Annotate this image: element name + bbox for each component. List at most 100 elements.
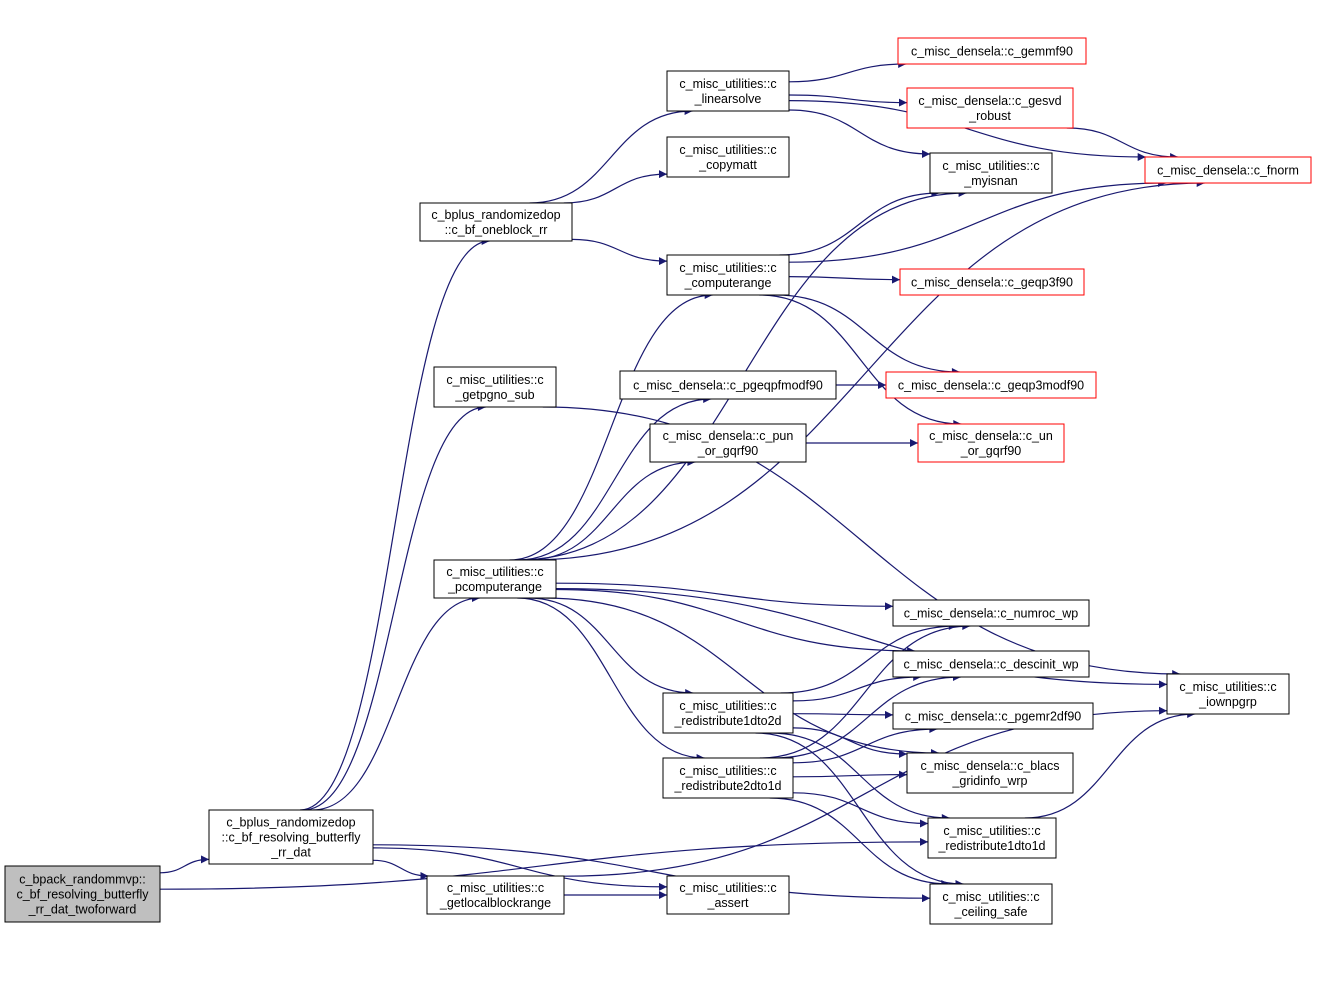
node-redistribute1dto2d[interactable]: c_misc_utilities::c_redistribute1dto2d bbox=[662, 692, 794, 734]
edge-getpgno-to-iownpgrp bbox=[542, 406, 1181, 678]
node-ceiling[interactable]: c_misc_utilities::c_ceiling_safe bbox=[929, 883, 1053, 925]
node-computerange[interactable]: c_misc_utilities::c_computerange bbox=[666, 254, 790, 296]
node-label-root-line-2: _rr_dat_twoforward bbox=[28, 903, 137, 917]
edge-computerange-to-fnorm bbox=[788, 179, 1167, 263]
node-assert[interactable]: c_misc_utilities::c_assert bbox=[666, 875, 790, 915]
node-fnorm[interactable]: c_misc_densela::c_fnorm bbox=[1144, 156, 1312, 184]
node-box-fnorm bbox=[1144, 156, 1312, 184]
node-box-pgemr2df90 bbox=[892, 702, 1094, 730]
node-pgemr2df90[interactable]: c_misc_densela::c_pgemr2df90 bbox=[892, 702, 1094, 730]
node-box-pgeqpfmodf90 bbox=[619, 370, 837, 400]
node-label-ceiling-line-1: _ceiling_safe bbox=[954, 905, 1028, 919]
node-label-un_or_gqrf90-line-1: _or_gqrf90 bbox=[960, 444, 1022, 458]
node-box-assert bbox=[666, 875, 790, 915]
edge-resolving-to-assert bbox=[372, 847, 668, 891]
node-getpgno[interactable]: c_misc_utilities::c_getpgno_sub bbox=[433, 366, 557, 408]
node-box-descinit bbox=[892, 650, 1090, 678]
node-root: c_bpack_randommvp::c_bf_resolving_butter… bbox=[4, 865, 161, 923]
node-label-getpgno-line-0: c_misc_utilities::c bbox=[446, 373, 543, 387]
node-box-geqp3f90 bbox=[899, 268, 1085, 296]
node-label-resolving-line-0: c_bplus_randomizedop bbox=[226, 816, 355, 830]
node-getlocalblockrange[interactable]: c_misc_utilities::c_getlocalblockrange bbox=[426, 875, 565, 915]
node-numroc[interactable]: c_misc_densela::c_numroc_wp bbox=[892, 599, 1090, 627]
node-label-copymatt-line-0: c_misc_utilities::c bbox=[679, 143, 776, 157]
node-label-root-line-1: c_bf_resolving_butterfly bbox=[16, 888, 149, 902]
edge-computerange-to-geqp3f90 bbox=[788, 275, 901, 284]
node-geqp3f90[interactable]: c_misc_densela::c_geqp3f90 bbox=[899, 268, 1085, 296]
edge-linearsolve-to-gemmf90 bbox=[788, 60, 907, 83]
node-linearsolve[interactable]: c_misc_utilities::c_linearsolve bbox=[666, 70, 790, 112]
node-box-computerange bbox=[666, 254, 790, 296]
node-copymatt[interactable]: c_misc_utilities::c_copymatt bbox=[666, 136, 790, 178]
node-box-ceiling bbox=[929, 883, 1053, 925]
node-label-pcomputerange-line-1: _pcomputerange bbox=[447, 580, 542, 594]
node-box-iownpgrp bbox=[1166, 673, 1290, 715]
node-pgeqpfmodf90[interactable]: c_misc_densela::c_pgeqpfmodf90 bbox=[619, 370, 837, 400]
edge-redistribute1dto1d-to-iownpgrp bbox=[1024, 710, 1196, 819]
node-gesvd[interactable]: c_misc_densela::c_gesvd_robust bbox=[906, 87, 1074, 129]
node-iownpgrp[interactable]: c_misc_utilities::c_iownpgrp bbox=[1166, 673, 1290, 715]
node-gemmf90[interactable]: c_misc_densela::c_gemmf90 bbox=[897, 37, 1087, 65]
node-label-getlocalblockrange-line-0: c_misc_utilities::c bbox=[447, 881, 544, 895]
node-label-copymatt-line-1: _copymatt bbox=[698, 158, 757, 172]
node-box-blacs bbox=[906, 752, 1074, 794]
edge-pcomputerange-to-descinit bbox=[555, 588, 916, 655]
node-label-descinit-line-0: c_misc_densela::c_descinit_wp bbox=[903, 658, 1078, 672]
edge-root-to-redistribute1dto1d bbox=[159, 837, 929, 890]
node-box-un_or_gqrf90 bbox=[917, 423, 1065, 463]
node-label-pun_or_gqrf90-line-0: c_misc_densela::c_pun bbox=[663, 429, 794, 443]
node-label-myisnan-line-0: c_misc_utilities::c bbox=[942, 159, 1039, 173]
node-label-blacs-line-1: _gridinfo_wrp bbox=[951, 774, 1027, 788]
node-label-resolving-line-1: ::c_bf_resolving_butterfly bbox=[222, 831, 362, 845]
node-box-pcomputerange bbox=[433, 559, 557, 599]
edge-pcomputerange-to-fnorm bbox=[529, 179, 1205, 561]
node-oneblock[interactable]: c_bplus_randomizedop::c_bf_oneblock_rr bbox=[419, 202, 573, 242]
node-pun_or_gqrf90[interactable]: c_misc_densela::c_pun_or_gqrf90 bbox=[649, 423, 807, 463]
node-label-geqp3modf90-line-0: c_misc_densela::c_geqp3modf90 bbox=[898, 379, 1084, 393]
node-redistribute2dto1d[interactable]: c_misc_utilities::c_redistribute2dto1d bbox=[662, 757, 794, 799]
edge-redistribute1dto2d-to-blacs bbox=[792, 727, 908, 758]
node-redistribute1dto1d[interactable]: c_misc_utilities::c_redistribute1dto1d bbox=[927, 817, 1057, 859]
node-box-numroc bbox=[892, 599, 1090, 627]
node-label-fnorm-line-0: c_misc_densela::c_fnorm bbox=[1157, 164, 1299, 178]
node-blacs[interactable]: c_misc_densela::c_blacs_gridinfo_wrp bbox=[906, 752, 1074, 794]
node-resolving[interactable]: c_bplus_randomizedop::c_bf_resolving_but… bbox=[208, 809, 374, 865]
node-label-numroc-line-0: c_misc_densela::c_numroc_wp bbox=[904, 607, 1078, 621]
edge-computerange-to-geqp3modf90 bbox=[775, 294, 960, 376]
edge-resolving-to-ceiling bbox=[372, 844, 931, 903]
node-label-gemmf90-line-0: c_misc_densela::c_gemmf90 bbox=[911, 45, 1073, 59]
node-label-redistribute2dto1d-line-0: c_misc_utilities::c bbox=[679, 764, 776, 778]
node-box-redistribute1dto1d bbox=[927, 817, 1057, 859]
node-label-redistribute1dto2d-line-0: c_misc_utilities::c bbox=[679, 699, 776, 713]
node-myisnan[interactable]: c_misc_utilities::c_myisnan bbox=[929, 152, 1053, 194]
node-label-redistribute2dto1d-line-1: _redistribute2dto1d bbox=[673, 779, 781, 793]
edge-redistribute1dto2d-to-numroc bbox=[780, 622, 957, 694]
node-geqp3modf90[interactable]: c_misc_densela::c_geqp3modf90 bbox=[885, 371, 1097, 399]
node-label-geqp3f90-line-0: c_misc_densela::c_geqp3f90 bbox=[911, 276, 1073, 290]
node-pcomputerange[interactable]: c_misc_utilities::c_pcomputerange bbox=[433, 559, 557, 599]
edge-computerange-to-myisnan bbox=[779, 189, 940, 256]
node-box-resolving bbox=[208, 809, 374, 865]
node-label-blacs-line-0: c_misc_densela::c_blacs bbox=[921, 759, 1060, 773]
node-box-linearsolve bbox=[666, 70, 790, 112]
edge-computerange-to-un_or_gqrf90 bbox=[759, 294, 962, 428]
edge-pcomputerange-to-computerange bbox=[509, 291, 713, 561]
node-label-assert-line-1: _assert bbox=[707, 896, 750, 910]
node-label-getpgno-line-1: _getpgno_sub bbox=[454, 388, 534, 402]
edge-getlocalblockrange-to-iownpgrp bbox=[563, 706, 1168, 877]
node-box-geqp3modf90 bbox=[885, 371, 1097, 399]
node-box-redistribute1dto2d bbox=[662, 692, 794, 734]
node-label-ceiling-line-0: c_misc_utilities::c bbox=[942, 890, 1039, 904]
node-label-linearsolve-line-1: _linearsolve bbox=[694, 92, 762, 106]
node-label-oneblock-line-1: ::c_bf_oneblock_rr bbox=[445, 223, 548, 237]
edge-gesvd-to-fnorm bbox=[1066, 127, 1179, 161]
node-label-pcomputerange-line-0: c_misc_utilities::c bbox=[446, 565, 543, 579]
node-box-gemmf90 bbox=[897, 37, 1087, 65]
node-descinit[interactable]: c_misc_densela::c_descinit_wp bbox=[892, 650, 1090, 678]
node-box-root bbox=[4, 865, 161, 923]
node-label-un_or_gqrf90-line-0: c_misc_densela::c_un bbox=[929, 429, 1053, 443]
node-label-resolving-line-2: _rr_dat bbox=[270, 846, 311, 860]
node-un_or_gqrf90[interactable]: c_misc_densela::c_un_or_gqrf90 bbox=[917, 423, 1065, 463]
edge-linearsolve-to-myisnan bbox=[788, 109, 931, 158]
node-box-getpgno bbox=[433, 366, 557, 408]
